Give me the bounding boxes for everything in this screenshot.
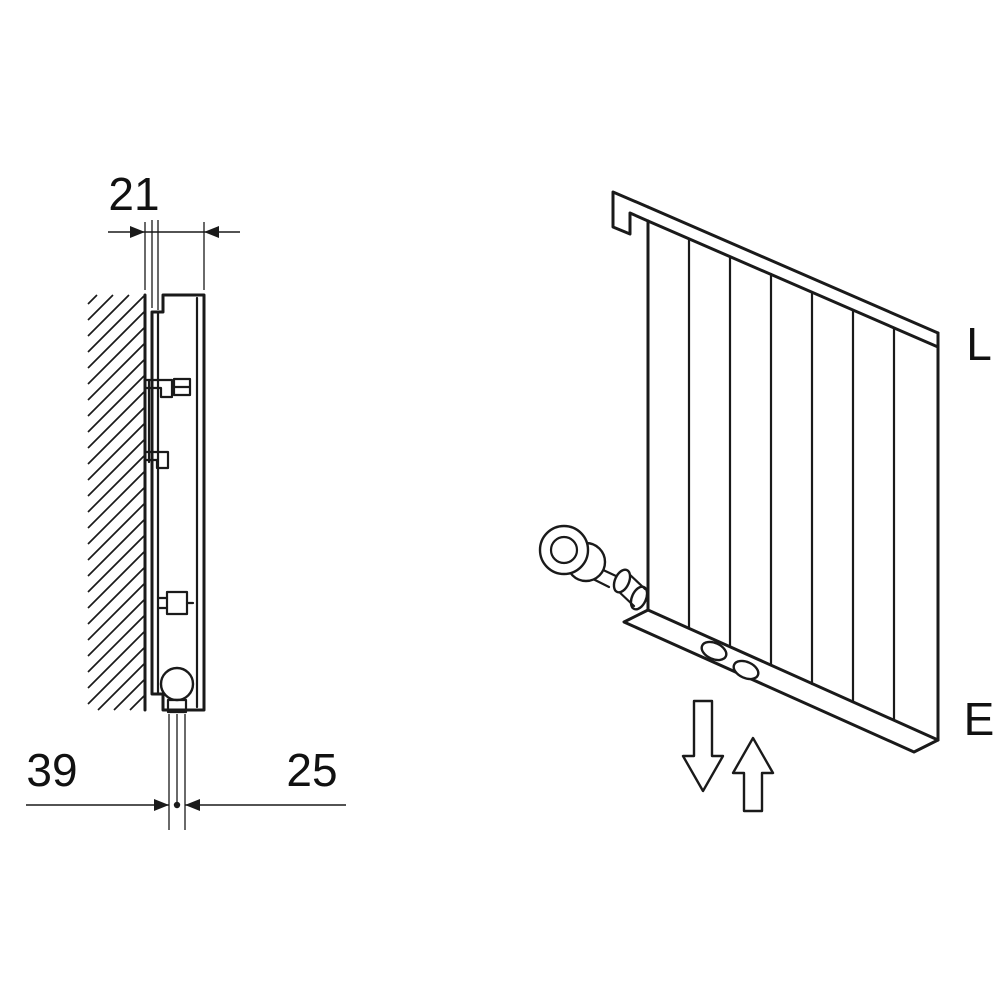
radiator-front-face: [646, 219, 940, 742]
bottom-edge: [646, 608, 940, 742]
dimension-top: 21: [108, 168, 240, 310]
perspective-view: L E: [538, 190, 995, 813]
slat-lines: [687, 237, 896, 722]
flow-arrow-down-icon: [681, 699, 725, 793]
top-rail-hook: [611, 190, 650, 236]
pipe-center-dot: [173, 801, 181, 809]
flow-arrows: [681, 699, 775, 813]
dimension-bottom-arrow-left-icon: [185, 799, 200, 811]
bracket-clip: [172, 377, 192, 397]
bottom-header-band: [622, 608, 940, 754]
clamp-stems: [156, 596, 195, 610]
radiator-cross-section: [150, 293, 206, 712]
label-supply-connection: L: [966, 318, 992, 370]
dimension-bottom-left-value: 39: [26, 744, 77, 796]
dimension-bottom: 39 25: [26, 714, 346, 830]
clamp-body: [165, 590, 189, 616]
dimension-bottom-arrow-right-icon: [154, 799, 169, 811]
wall-hatching-icon: [87, 294, 146, 711]
connection-hole-2: [732, 659, 760, 681]
panel-outline: [150, 293, 206, 712]
dimension-top-arrow-left-icon: [130, 226, 145, 238]
pipe-housing: [166, 698, 188, 714]
mounting-bracket: [143, 377, 192, 470]
connection-hole-1: [700, 640, 728, 662]
bottom-header: [622, 608, 940, 754]
dimension-top-extension-lines: [144, 220, 205, 310]
bracket-lower-hook: [143, 450, 170, 470]
dimension-bottom-extension-lines: [168, 714, 186, 830]
pipe-connection: [159, 666, 195, 714]
lower-fixing-clamp: [156, 590, 195, 616]
thermostatic-valve: [538, 524, 649, 611]
top-rail-outer-edge: [646, 205, 940, 335]
valve-flange: [612, 568, 632, 594]
dimension-top-arrow-right-icon: [204, 226, 219, 238]
dimension-bottom-right-value: 25: [286, 744, 337, 796]
valve-head: [538, 524, 590, 576]
top-rail-inner-edge: [646, 219, 940, 349]
dimension-top-value: 21: [108, 168, 159, 220]
side-view: 21 39 25: [26, 168, 346, 830]
valve-head-cap: [549, 535, 579, 565]
pipe-circle: [159, 666, 195, 702]
top-rail: [611, 190, 940, 349]
label-return-connection: E: [964, 693, 995, 745]
bracket-upper-hook: [143, 378, 174, 399]
flow-arrow-up-icon: [731, 736, 775, 813]
